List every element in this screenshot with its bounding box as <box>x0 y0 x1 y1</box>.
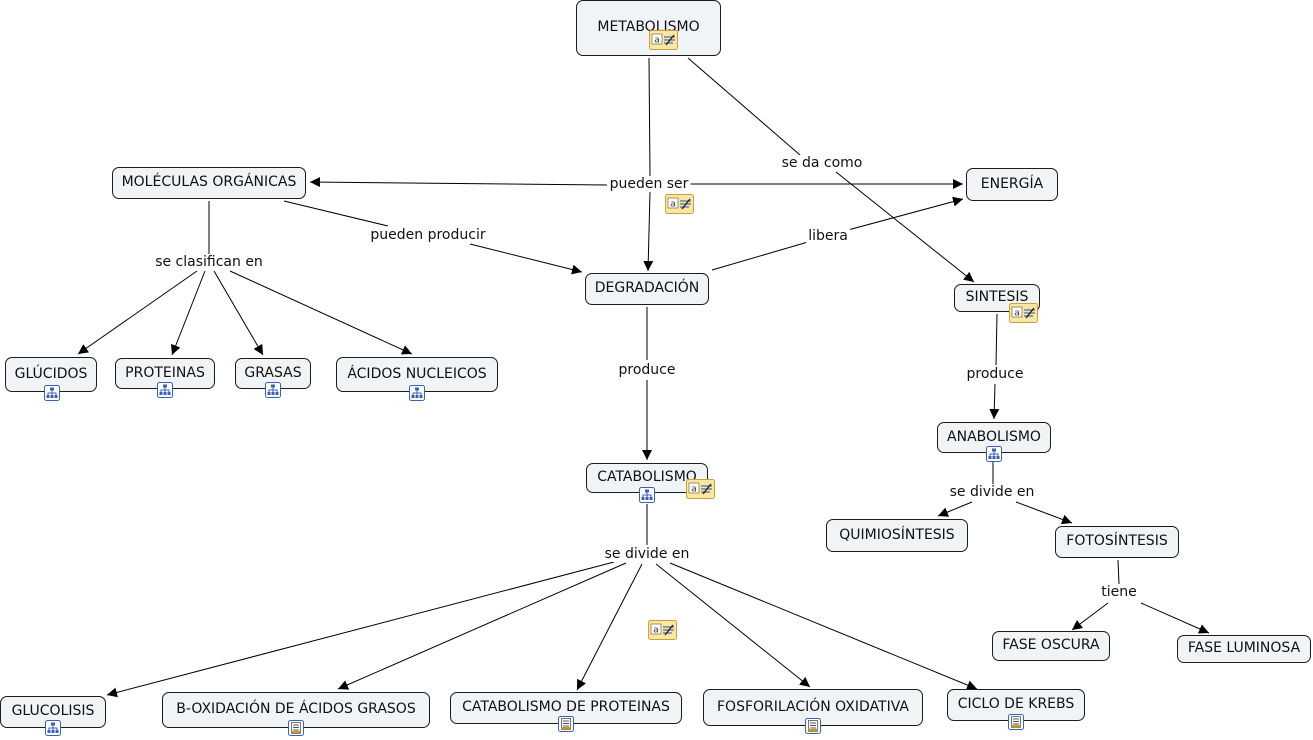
svg-text:a: a <box>691 485 697 495</box>
concept-fotosintesis[interactable]: FOTOSÍNTESIS <box>1055 526 1179 558</box>
annotation-note-icon[interactable]: a <box>648 620 677 640</box>
link-se-da-como[interactable]: se da como <box>779 155 865 171</box>
annotation-note-icon[interactable]: a <box>665 194 694 214</box>
concept-label: SINTESIS <box>965 289 1029 305</box>
submap-tree-icon[interactable] <box>639 487 655 503</box>
svg-text:a: a <box>670 200 676 210</box>
attached-document-icon[interactable] <box>288 720 304 736</box>
concept-label: FASE LUMINOSA <box>1187 640 1301 656</box>
concept-fase-luminosa[interactable]: FASE LUMINOSA <box>1177 635 1311 663</box>
concept-fase-oscura[interactable]: FASE OSCURA <box>992 631 1110 661</box>
concept-proteinas[interactable]: PROTEINAS <box>115 358 215 389</box>
concept-moleculas-organicas[interactable]: MOLÉCULAS ORGÁNICAS <box>112 167 306 199</box>
link-produce-degradacion[interactable]: produce <box>616 362 678 378</box>
concept-label: CATABOLISMO <box>597 469 697 485</box>
link-pueden-producir[interactable]: pueden producir <box>368 227 488 243</box>
concept-label: QUIMIOSÍNTESIS <box>839 526 955 543</box>
svg-text:a: a <box>654 36 660 46</box>
link-se-divide-en-anabolismo[interactable]: se divide en <box>947 484 1037 500</box>
annotation-note-icon[interactable]: a <box>1009 303 1038 323</box>
concept-label: B-OXIDACIÓN DE ÁCIDOS GRASOS <box>176 701 416 717</box>
submap-tree-icon[interactable] <box>157 382 173 398</box>
annotation-note-icon[interactable]: a <box>649 30 678 50</box>
link-pueden-ser[interactable]: pueden ser <box>607 176 691 192</box>
concept-label: GLUCOLISIS <box>11 703 95 719</box>
concept-quimiosintesis[interactable]: QUIMIOSÍNTESIS <box>826 519 968 552</box>
link-produce-sintesis[interactable]: produce <box>964 366 1026 382</box>
concept-label: CATABOLISMO DE PROTEINAS <box>462 699 670 715</box>
connection-lines <box>77 57 1210 698</box>
submap-tree-icon[interactable] <box>44 385 60 401</box>
submap-tree-icon[interactable] <box>986 446 1002 462</box>
concept-ciclo-krebs[interactable]: CICLO DE KREBS <box>947 689 1085 721</box>
concept-label: ENERGÍA <box>980 175 1044 192</box>
attached-document-icon[interactable] <box>805 718 821 734</box>
concept-label: GLÚCIDOS <box>14 365 88 382</box>
concept-label: CICLO DE KREBS <box>957 696 1075 712</box>
submap-tree-icon[interactable] <box>45 720 61 736</box>
link-se-divide-en-catabolismo[interactable]: se divide en <box>602 546 692 562</box>
concept-label: DEGRADACIÓN <box>594 280 700 296</box>
attached-document-icon[interactable] <box>558 716 574 732</box>
concept-label: ÁCIDOS NUCLEICOS <box>347 365 487 382</box>
concept-label: PROTEINAS <box>125 364 205 381</box>
concept-energia[interactable]: ENERGÍA <box>966 168 1058 201</box>
concept-degradacion[interactable]: DEGRADACIÓN <box>585 273 709 305</box>
link-se-clasifican-en[interactable]: se clasifican en <box>153 254 265 270</box>
concept-label: MOLÉCULAS ORGÁNICAS <box>121 174 297 190</box>
concept-label: FOSFORILACIÓN OXIDATIVA <box>717 698 909 715</box>
concept-label: GRASAS <box>244 364 302 381</box>
annotation-note-icon[interactable]: a <box>686 479 715 499</box>
svg-text:a: a <box>1014 309 1020 319</box>
link-tiene[interactable]: tiene <box>1099 584 1139 600</box>
attached-document-icon[interactable] <box>1008 714 1024 730</box>
submap-tree-icon[interactable] <box>265 382 281 398</box>
svg-text:a: a <box>653 626 659 636</box>
link-libera[interactable]: libera <box>806 228 850 244</box>
concept-label: FASE OSCURA <box>1002 637 1100 653</box>
concept-label: ANABOLISMO <box>947 428 1041 445</box>
concept-metabolismo[interactable]: METABOLISMO <box>576 0 721 56</box>
concept-label: FOTOSÍNTESIS <box>1066 533 1168 549</box>
submap-tree-icon[interactable] <box>409 385 425 401</box>
